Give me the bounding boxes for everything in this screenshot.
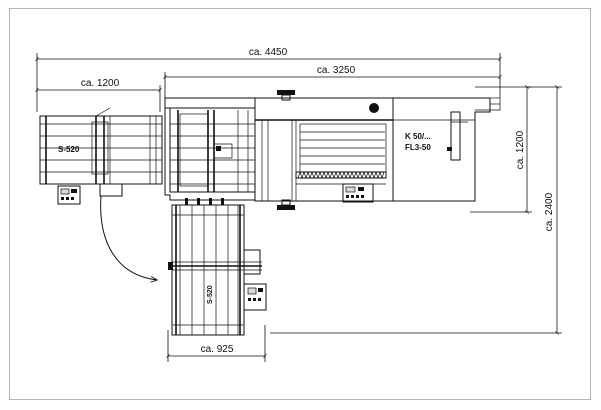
dim-bottom-station-label: ca. 925 — [201, 344, 234, 355]
dim-main-width-label: ca. 3250 — [317, 65, 356, 76]
bottom-clamp — [277, 205, 295, 210]
dim-left-station: ca. 1200 — [35, 78, 162, 112]
dim-bottom-station: ca. 925 — [166, 325, 267, 362]
dim-total-depth-label: ca. 2400 — [544, 192, 555, 231]
top-clamp — [277, 90, 295, 95]
dim-main-depth-label: ca. 1200 — [515, 130, 526, 169]
dim-left-station-label: ca. 1200 — [81, 78, 120, 89]
dim-main-width: ca. 3250 — [163, 65, 502, 108]
main-machine: K 50/... FL3-50 — [164, 90, 501, 210]
main-control-panel — [342, 183, 374, 203]
left-pedestal — [99, 183, 123, 197]
left-station: S-520 — [39, 107, 163, 205]
transfer-arrow — [100, 195, 157, 280]
machine-label-1: K 50/... — [405, 132, 431, 141]
left-station-label: S-520 — [58, 145, 80, 154]
diagram-frame — [9, 8, 591, 400]
machine-label-2: FL3-50 — [405, 143, 431, 152]
side-guide — [450, 111, 461, 161]
bottom-station: S-520 — [168, 198, 267, 336]
dim-main-depth: ca. 1200 — [470, 85, 532, 214]
emergency-button — [369, 103, 379, 113]
bottom-control-panel — [243, 283, 267, 311]
left-control-panel — [57, 185, 81, 205]
dim-total-width-label: ca. 4450 — [249, 47, 288, 58]
bottom-station-label: S-520 — [207, 285, 214, 304]
dim-total-depth: ca. 2400 — [270, 85, 562, 335]
